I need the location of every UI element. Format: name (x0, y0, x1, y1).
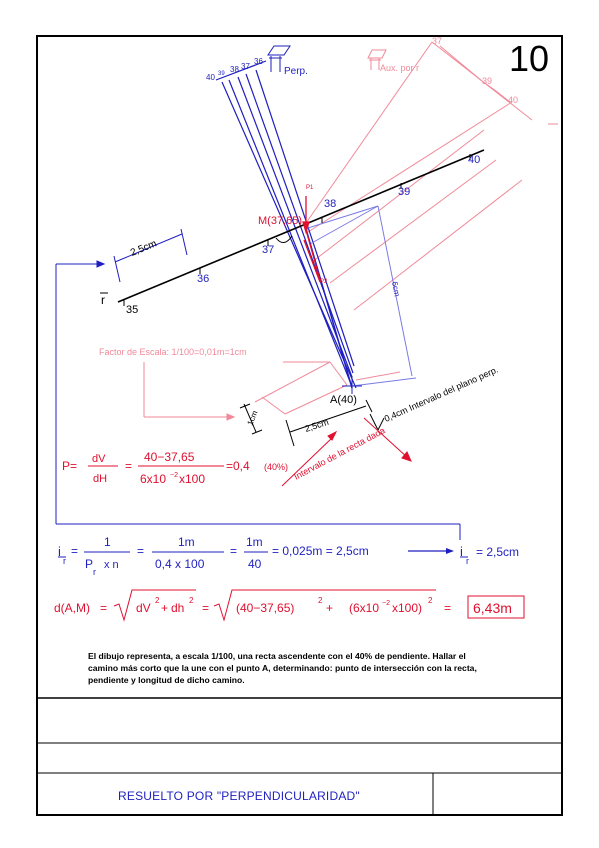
interval-dimension (113, 228, 188, 283)
svg-text:x100): x100) (392, 601, 422, 615)
svg-text:d(A,M): d(A,M) (54, 601, 90, 615)
r-tick-37: 37 (262, 244, 274, 256)
connector-line (55, 260, 461, 540)
point-a-marker (342, 376, 362, 394)
aux-tick-37: 37 (432, 36, 442, 46)
six-cm-dimension (307, 205, 417, 387)
svg-text:(40−37,65): (40−37,65) (236, 601, 294, 615)
svg-text:x100: x100 (179, 472, 205, 486)
svg-text:dV: dV (92, 453, 106, 465)
svg-text:= 2,5cm: = 2,5cm (476, 545, 519, 559)
aux-plane (254, 41, 558, 415)
red-arrows (281, 417, 412, 487)
svg-text:(40%): (40%) (264, 462, 288, 472)
svg-text:x n: x n (104, 559, 119, 571)
svg-text:=: = (137, 544, 144, 558)
svg-text:2: 2 (189, 596, 194, 605)
svg-text:P: P (85, 557, 93, 571)
svg-text:2: 2 (318, 596, 323, 605)
scale-leader (143, 362, 236, 421)
point-p2: P2 (320, 279, 328, 285)
r-tick-39: 39 (398, 186, 410, 198)
perp-plane-icon (267, 45, 291, 72)
svg-text:2: 2 (428, 596, 433, 605)
statement-line-3: pendiente y longitud de dicho camino. (88, 675, 245, 685)
svg-text:1m: 1m (178, 535, 195, 549)
svg-text:dh: dh (171, 601, 184, 615)
aux-tick-39: 39 (482, 76, 492, 86)
point-a: A(40) (330, 394, 357, 406)
svg-text:2: 2 (155, 596, 160, 605)
r-tick-35: 35 (126, 304, 138, 316)
svg-text:i: i (460, 544, 463, 559)
title-block (36, 35, 563, 816)
line-r-ticks (123, 154, 471, 306)
aux-plane-label: Aux. por r (380, 63, 419, 73)
svg-text:= 0,025m = 2,5cm: = 0,025m = 2,5cm (272, 544, 369, 558)
svg-text:1: 1 (104, 535, 111, 549)
svg-text:+: + (161, 601, 168, 615)
svg-text:=: = (444, 601, 451, 615)
svg-text:−2: −2 (382, 600, 390, 607)
perp-tick-36: 36 (254, 57, 263, 66)
problem-statement: El dibujo representa, a escala 1/100, un… (88, 650, 538, 686)
two-five-cm-label: 2,5cm (304, 417, 330, 434)
perp-tick-39: 39 (218, 71, 225, 77)
perp-tick-37: 37 (241, 62, 250, 71)
svg-text:r: r (63, 556, 66, 566)
svg-text:=: = (71, 544, 78, 558)
svg-text:+: + (326, 601, 333, 615)
perp-tick-40: 40 (206, 73, 215, 82)
r-tick-38: 38 (324, 198, 336, 210)
svg-text:6,43m: 6,43m (473, 600, 512, 616)
line-r-label: r (101, 293, 105, 307)
interval-perp-label: 0,4cm Intervalo del plano perp. (383, 364, 500, 423)
svg-text:40−37,65: 40−37,65 (144, 450, 195, 464)
line-r (117, 149, 485, 303)
right-angle-arc (275, 235, 293, 243)
svg-text:(6x10: (6x10 (349, 601, 379, 615)
svg-text:1m: 1m (246, 535, 263, 549)
svg-text:P=: P= (62, 459, 77, 473)
perp-tick-38: 38 (230, 65, 239, 74)
r-tick-36: 36 (197, 273, 209, 285)
svg-text:=0,4: =0,4 (226, 459, 250, 473)
aux-plane-icon (367, 49, 387, 70)
svg-text:i: i (58, 544, 61, 559)
svg-text:40: 40 (248, 557, 262, 571)
formula-p: P= dV dH = 40−37,65 6x10 −2 x100 =0,4 (4… (62, 450, 288, 486)
statement-line-2: camino más corto que la une con el punto… (88, 663, 477, 673)
p1-p2-segment (302, 196, 321, 283)
six-cm-label: 6cm (390, 281, 402, 298)
scale-factor-label: Factor de Escala: 1/100=0,01m=1cm (99, 347, 247, 357)
svg-text:0,4 x 100: 0,4 x 100 (155, 557, 205, 571)
sheet-number: 10 (509, 38, 550, 79)
r-tick-40: 40 (468, 154, 480, 166)
svg-text:−2: −2 (170, 472, 178, 479)
svg-text:dH: dH (93, 473, 107, 485)
svg-text:=: = (125, 459, 132, 473)
scale-triangle (239, 399, 385, 447)
svg-text:=: = (230, 544, 237, 558)
perp-plane (215, 60, 357, 389)
svg-text:dV: dV (136, 601, 151, 615)
svg-text:=: = (100, 601, 107, 615)
point-m: M(37,65) (258, 215, 302, 227)
statement-line-1: El dibujo representa, a escala 1/100, un… (88, 651, 466, 661)
svg-text:r: r (466, 556, 469, 566)
point-p1: P1 (306, 185, 314, 191)
svg-text:=: = (202, 601, 209, 615)
formula-d: d(A,M) = dV 2 + dh 2 = (40−37,65) 2 + (6… (54, 589, 525, 622)
formula-i: i r = 1 P r x n = 1m 0,4 x 100 = 1m 40 =… (58, 535, 519, 577)
interval-label: 2,5cm (129, 238, 158, 258)
perp-plane-label: Perp. (284, 66, 308, 77)
footer-method-label: RESUELTO POR "PERPENDICULARIDAD" (118, 789, 360, 803)
svg-text:r: r (93, 567, 96, 577)
svg-text:6x10: 6x10 (140, 472, 166, 486)
aux-tick-40: 40 (508, 95, 518, 105)
